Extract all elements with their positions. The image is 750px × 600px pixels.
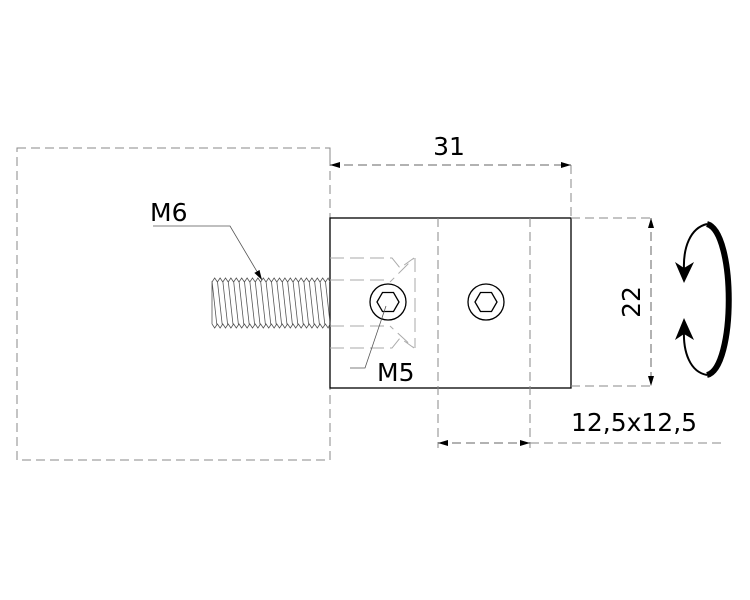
internal-bore-hidden-lines [330,257,416,349]
rotation-arrow-icon [675,221,732,378]
callout-m5: M5 [350,305,414,387]
dimension-section-label: 12,5x12,5 [571,408,697,437]
threaded-stud [211,277,331,329]
dimension-section: 12,5x12,5 [438,408,722,446]
dimension-height: 22 [571,217,655,387]
dimension-width-label: 31 [433,132,465,161]
mounting-surface-outline [16,147,331,461]
callout-m6: M6 [150,198,263,281]
callout-m5-label: M5 [377,358,414,387]
dimension-width: 31 [329,132,572,218]
dimension-height-label: 22 [617,286,646,318]
clamp-body [329,217,572,389]
callout-m6-label: M6 [150,198,187,227]
hex-socket-icon [369,283,407,321]
hex-socket-icon [467,283,505,321]
